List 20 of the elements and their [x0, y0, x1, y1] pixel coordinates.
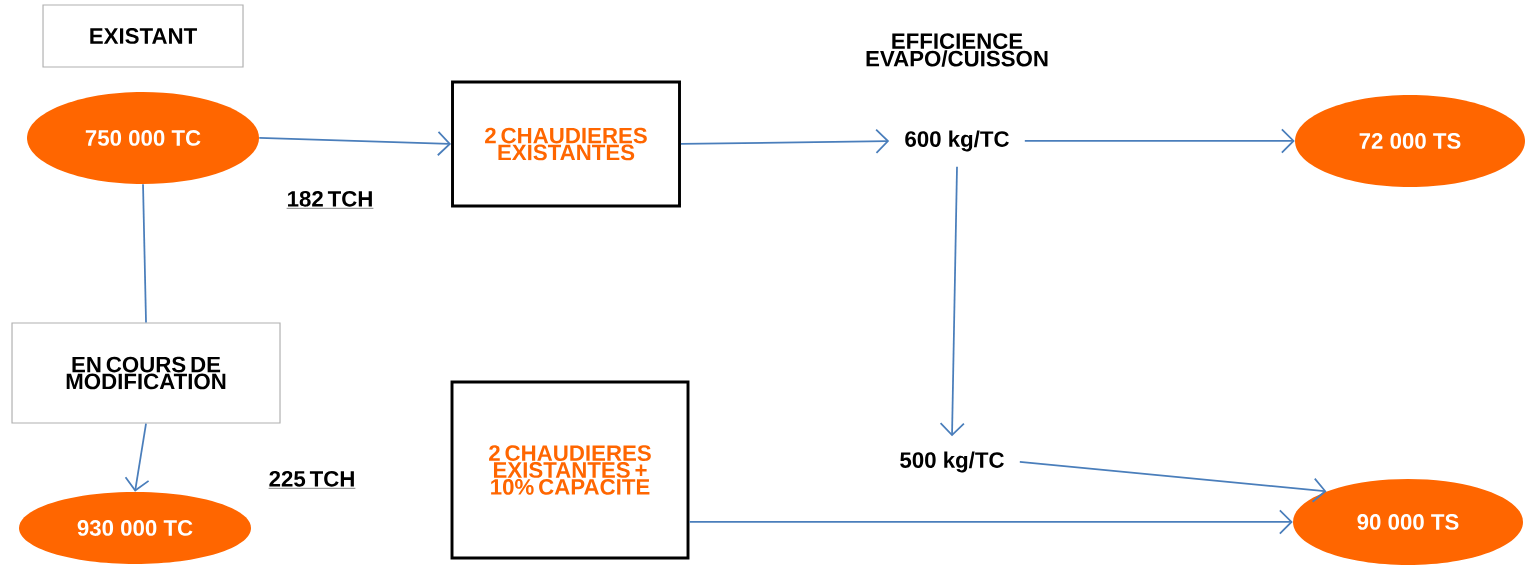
ellipse-node: 72 000 TS: [1295, 95, 1525, 187]
label-box: EN COURS DE MODIFICATION: [11, 322, 281, 424]
arrow: [680, 128, 890, 154]
label-box: EXISTANT: [42, 4, 244, 68]
ellipse-node: 750 000 TC: [27, 92, 259, 184]
arrow: [258, 131, 452, 157]
arrow: [1023, 128, 1295, 154]
arrow: [688, 509, 1293, 535]
process-box: 2 CHAUDIERES EXISTANTES + 10% CAPACITE: [450, 380, 690, 560]
flow-rate-label: 225 TCH: [268, 470, 356, 489]
arrow: [124, 422, 150, 492]
process-box: 2 CHAUDIERES EXISTANTES: [451, 80, 681, 208]
ellipse-node: 90 000 TS: [1293, 479, 1523, 565]
ellipse-node: 930 000 TC: [19, 492, 251, 564]
heading-text: EFFICIENCE EVAPO/CUISSON: [866, 33, 1048, 67]
value-text: 600 kg/TC: [905, 130, 1009, 152]
arrow: [1018, 461, 1327, 503]
flow-rate-label: 182 TCH: [286, 190, 374, 209]
arrow: [939, 165, 965, 437]
value-text: 500 kg/TC: [900, 451, 1004, 473]
